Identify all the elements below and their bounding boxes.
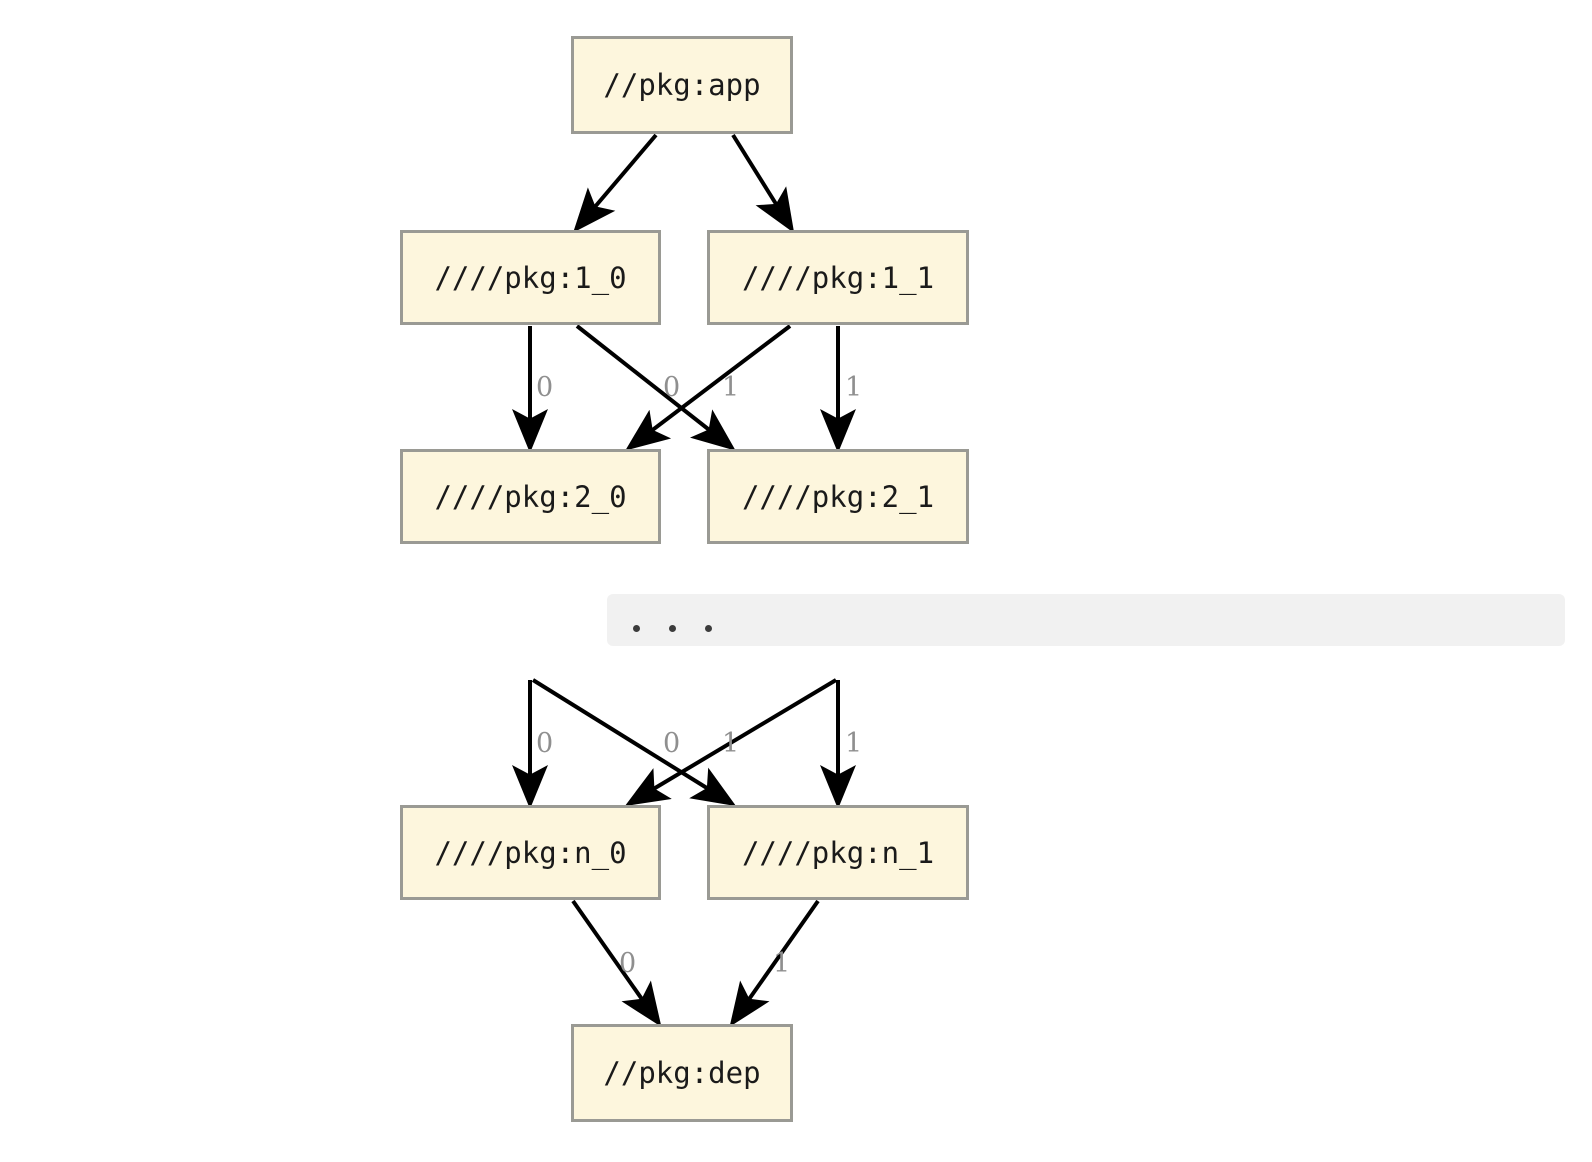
graph-node-label: ////pkg:2_1	[741, 479, 935, 514]
edge-label: 1	[845, 372, 863, 403]
graph-node-l2_1[interactable]: ////pkg:2_1	[707, 449, 969, 544]
edge-layer	[512, 133, 856, 1027]
edge-label: 0	[663, 728, 681, 759]
ellipsis-band	[607, 594, 1565, 646]
graph-node-label: ////pkg:1_1	[741, 260, 935, 295]
graph-node-label: ////pkg:n_1	[741, 835, 935, 870]
graph-node-ln_1[interactable]: ////pkg:n_1	[707, 805, 969, 900]
graph-node-ln_0[interactable]: ////pkg:n_0	[400, 805, 661, 900]
edge-label: 1	[773, 948, 791, 979]
graph-node-label: ////pkg:n_0	[434, 835, 627, 870]
edge-label: 1	[845, 728, 863, 759]
graph-edge	[573, 133, 658, 233]
graph-node-l1_1[interactable]: ////pkg:1_1	[707, 230, 969, 325]
ellipsis-dot-icon	[633, 625, 640, 632]
graph-edge	[625, 324, 792, 451]
edge-label: 0	[663, 372, 681, 403]
graph-node-l2_0[interactable]: ////pkg:2_0	[400, 449, 661, 544]
graph-edge	[575, 324, 736, 451]
edge-label: 1	[722, 372, 740, 403]
graph-node-l1_0[interactable]: ////pkg:1_0	[400, 230, 661, 325]
graph-node-label: //pkg:app	[603, 68, 761, 102]
graph-node-label: ////pkg:2_0	[434, 479, 627, 514]
graph-node-dep[interactable]: //pkg:dep	[571, 1024, 793, 1122]
graph-node-app[interactable]: //pkg:app	[571, 36, 793, 134]
graph-edge	[731, 133, 795, 234]
edge-label: 0	[536, 728, 554, 759]
graph-edge	[729, 899, 820, 1027]
ellipsis-dot-icon	[705, 625, 712, 632]
edge-label: 0	[619, 948, 637, 979]
edge-label: 1	[722, 728, 740, 759]
graph-node-label: //pkg:dep	[603, 1056, 761, 1090]
ellipsis-dot-icon	[669, 625, 676, 632]
edge-label: 0	[536, 372, 554, 403]
ellipsis-dots	[633, 625, 712, 632]
graph-edge	[571, 899, 662, 1027]
graph-edge	[531, 678, 737, 807]
graph-node-label: ////pkg:1_0	[434, 260, 627, 295]
graph-edge	[624, 678, 838, 807]
